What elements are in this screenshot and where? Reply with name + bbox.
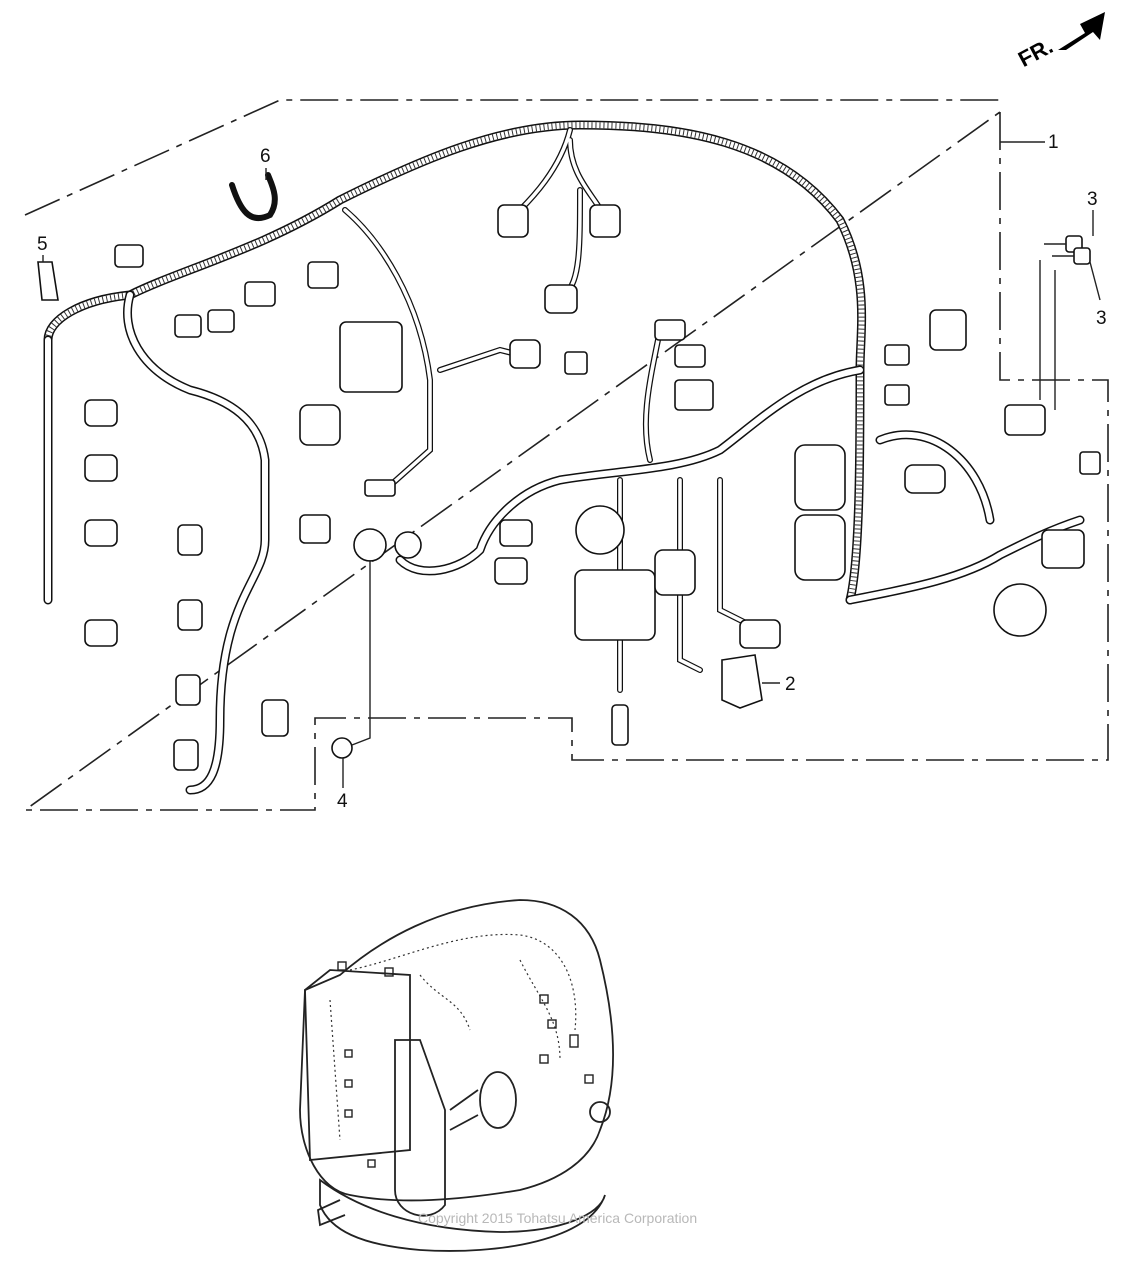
sub-harness-part-6 (229, 172, 278, 222)
callout-3b: 3 (1096, 308, 1107, 329)
assembly-outline (22, 99, 1109, 811)
callout-3a: 3 (1087, 189, 1098, 210)
callout-4: 4 (337, 791, 348, 812)
copyright-notice: Copyright 2015 Tohatsu America Corporati… (418, 1210, 698, 1226)
connectors (84, 204, 1101, 771)
leader-lines (42, 141, 1101, 788)
callout-1: 1 (1048, 132, 1059, 153)
bolts-part-3 (1044, 235, 1091, 265)
cover-part-2 (721, 654, 763, 709)
main-harness (43, 120, 1085, 795)
callout-2: 2 (785, 674, 796, 695)
engine-illustration (299, 899, 615, 1252)
clip-part-5 (37, 261, 59, 301)
callout-5: 5 (37, 234, 48, 255)
grommet-part-4 (331, 737, 353, 759)
callout-6: 6 (260, 146, 271, 167)
arrow-up-right-icon (1058, 12, 1105, 50)
